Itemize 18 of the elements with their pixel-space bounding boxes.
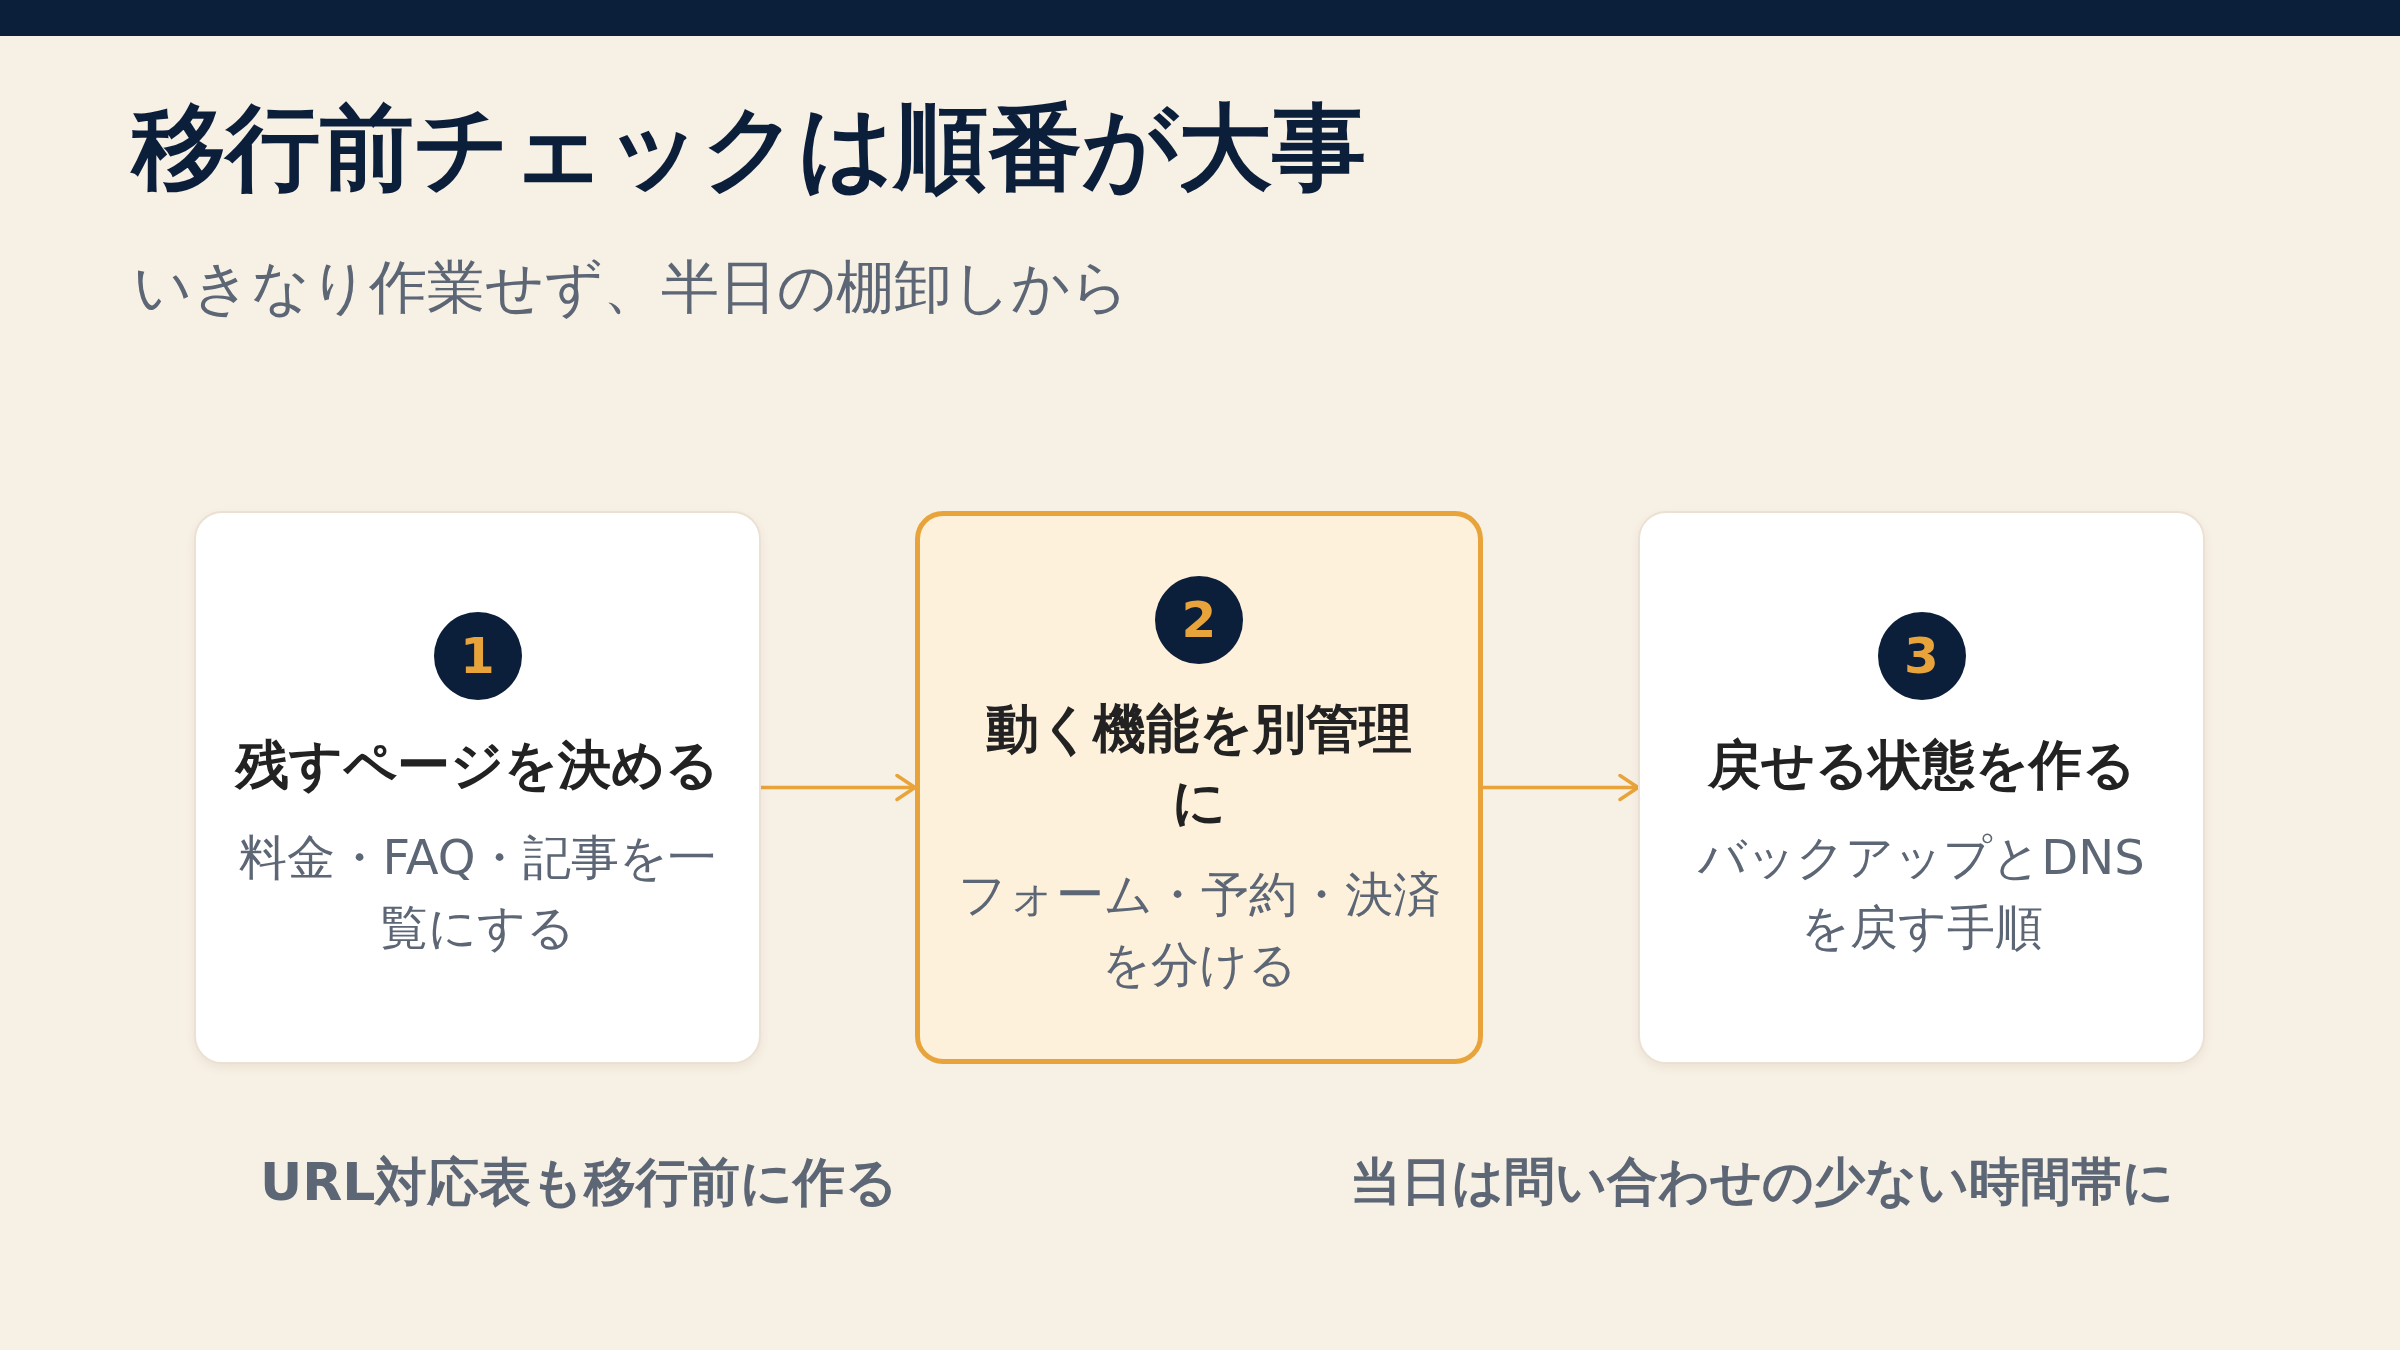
arrow xyxy=(761,773,917,802)
step-number-circle: 1 xyxy=(433,612,522,701)
step-description: バックアップとDNSを戻す手順 xyxy=(1697,828,2146,958)
step-card xyxy=(915,511,1483,1064)
step-card xyxy=(1638,511,2205,1064)
step-title: 動く機能を別管理に xyxy=(985,696,1413,834)
step-card xyxy=(194,511,761,1064)
title: 移行前チェックは順番が大事 xyxy=(132,92,1366,204)
step-description: フォーム・予約・決済を分ける xyxy=(956,865,1442,994)
step-number-circle: 2 xyxy=(1155,575,1243,664)
step-number-circle: 3 xyxy=(1877,612,1966,701)
arrow xyxy=(1483,773,1640,802)
subtitle: いきなり作業せず、半日の棚卸しから xyxy=(133,252,1129,323)
step-description: 料金・FAQ・記事を一覧にする xyxy=(237,828,718,958)
note-text: 当日は問い合わせの少ない時間帯に xyxy=(1350,1151,2174,1213)
step-title: 戻せる状態を作る xyxy=(1707,733,2136,798)
step-title: 残すページを決める xyxy=(236,733,719,798)
note-text: URL対応表も移行前に作る xyxy=(260,1151,899,1214)
